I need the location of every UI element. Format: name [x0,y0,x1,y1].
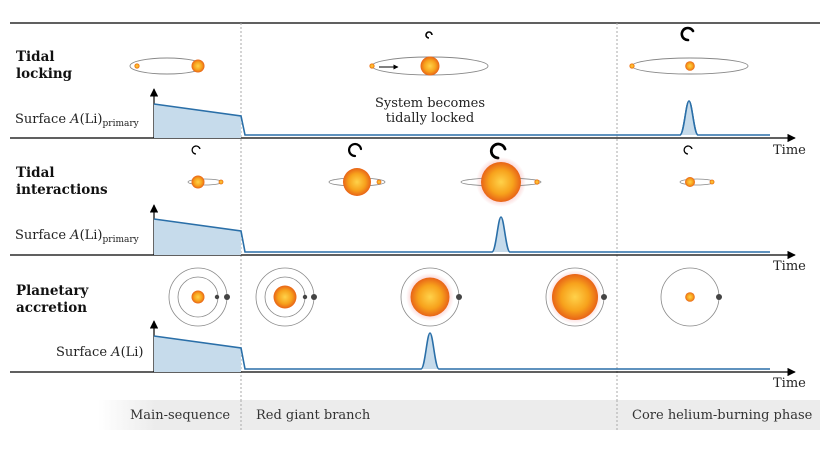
ms-planetary-system [168,267,230,327]
hb-close-system [679,177,715,187]
rgb-early-system [328,168,386,196]
x-axis-label: Time [773,376,806,391]
spin-arrow-icon [425,31,433,39]
row-title-line2: interactions [16,182,108,198]
row-title-line2: locking [16,66,73,82]
phase-label-main-sequence: Main-sequence [130,408,230,423]
y-axis-label: Surface A(Li)primary [15,228,140,245]
spin-arrow-icon [680,26,695,42]
y-axis-label: Surface A(Li) [56,345,144,360]
lithium-peak-fill [680,101,698,135]
hb-orbit-system [629,57,749,75]
spin-arrow-icon [489,142,507,160]
row-title-line1: Planetary [16,283,90,299]
row-tidal-locking: Tidal locking Surface A(Li)primary Tim [10,26,806,158]
row-tidal-interactions: Tidal interactions Surface A( [10,142,806,274]
annotation-line2: tidally locked [386,111,474,126]
annotation-line1: System becomes [375,96,485,111]
row-planetary-accretion: Planetary accretion [10,267,806,391]
lithium-peak-fill [421,333,439,369]
spin-arrow-icon [191,145,201,155]
rgb-late-planetary-system [545,267,607,327]
rgb-orbit-system [369,56,489,76]
y-axis-label: Surface A(Li)primary [15,112,140,129]
row-title-line2: accretion [16,300,87,316]
hb-planetary-system [660,267,722,327]
row-title-line1: Tidal [16,49,55,65]
phase-band: Main-sequence Red giant branch Core heli… [98,400,820,430]
rgb-mid-planetary-system [400,267,462,327]
x-axis-label: Time [773,259,806,274]
spin-arrow-icon [348,142,363,158]
lithium-peak-fill [492,217,510,252]
rgb-late-system [460,157,542,207]
ms-orbit-system [129,57,205,75]
phase-label-core-helium-burning: Core helium-burning phase [632,408,813,423]
row-title-line1: Tidal [16,165,55,181]
ms-close-system [187,175,224,189]
x-axis-label: Time [773,143,806,158]
rgb-early-planetary-system [255,267,317,327]
spin-arrow-icon [683,145,693,155]
lithium-curve [153,216,770,253]
lithium-curve [153,332,770,370]
phase-label-red-giant-branch: Red giant branch [256,408,371,423]
lithium-ms-fill [154,104,241,138]
